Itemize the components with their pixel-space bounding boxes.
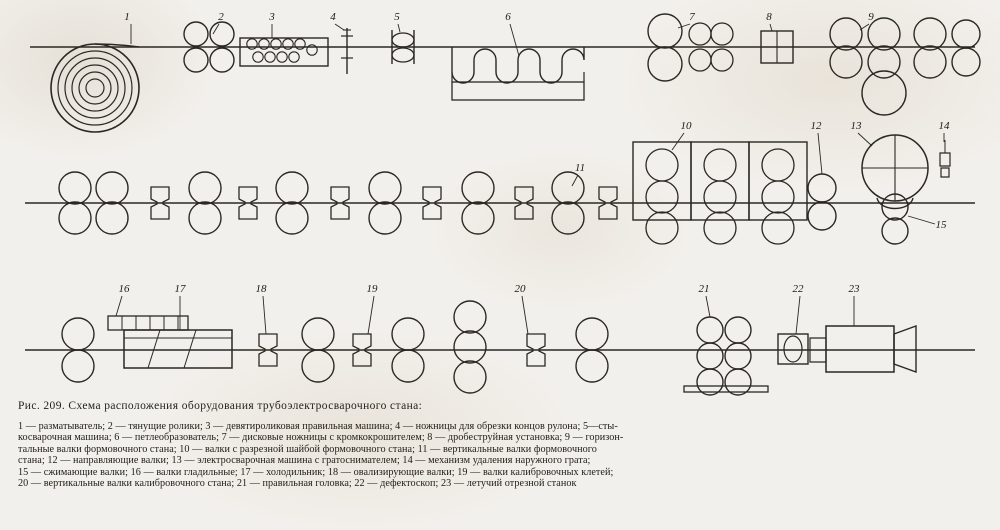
callout-15: 15	[936, 219, 948, 231]
legend-line: 1 — разматыватель; 2 — тянущие ролики; 3…	[18, 421, 618, 432]
figure-caption: Рис. 209. Схема расположения оборудовани…	[18, 400, 423, 412]
callout-23: 23	[849, 283, 861, 295]
legend-line: косварочная машина; 6 — петлеобразовател…	[18, 432, 624, 444]
equipment-17-cooling-bed	[123, 329, 233, 369]
figure-caption-block: Рис. 209. Схема расположения оборудовани…	[18, 400, 986, 489]
equipment-15-squeeze-rolls	[881, 193, 909, 245]
figure-legend: 1 — разматыватель; 2 — тянущие ролики; 3…	[18, 421, 986, 489]
callout-2: 2	[218, 11, 224, 23]
callout-21: 21	[699, 283, 710, 295]
equipment-3-straightener	[239, 37, 329, 67]
legend-line: 20 — вертикальные валки калибровочного с…	[18, 478, 577, 490]
roll-group-row3-entry	[61, 317, 95, 383]
callout-9: 9	[868, 11, 874, 23]
callout-20: 20	[515, 283, 527, 295]
equipment-19-sizing-stands	[301, 300, 609, 394]
equipment-2-pinch-rolls	[183, 21, 235, 73]
process-row-3: 16 17 18	[25, 283, 975, 396]
process-row-2: 11 10 12	[25, 120, 975, 245]
equipment-5-butt-welder	[391, 30, 415, 64]
equipment-22-defectoscope	[777, 333, 809, 365]
callout-17: 17	[175, 283, 187, 295]
equipment-4-crop-shears	[341, 28, 353, 74]
forming-stand-group-row2	[58, 171, 618, 235]
equipment-10-split-washer-stands	[632, 141, 808, 245]
callout-6: 6	[505, 11, 511, 23]
legend-line: 15 — сжимающие валки; 16 — валки гладиль…	[18, 466, 614, 478]
process-row-1: 1 2 3	[30, 11, 981, 133]
equipment-6-loop-former	[451, 47, 585, 101]
callout-11: 11	[575, 162, 585, 174]
equipment-9-forming-rolls	[829, 17, 981, 116]
callout-1: 1	[124, 11, 130, 23]
callout-13: 13	[851, 120, 863, 132]
equipment-21-straightening-head	[683, 316, 769, 396]
callout-18: 18	[256, 283, 268, 295]
callout-7: 7	[689, 11, 695, 23]
equipment-16-smoothing-rolls	[107, 315, 189, 331]
callout-10: 10	[681, 120, 693, 132]
equipment-8-shot-blast-unit	[760, 30, 794, 64]
equipment-7-disc-shears	[647, 13, 734, 82]
callout-5: 5	[394, 11, 400, 23]
equipment-13-welding-machine	[861, 134, 929, 210]
equipment-1-uncoiler	[50, 43, 140, 133]
legend-line: стана; 12 — направляющие валки; 13 — эле…	[18, 455, 591, 467]
equipment-layout-diagram: 1 2 3	[25, 11, 981, 396]
equipment-12-guide-rolls	[807, 173, 837, 231]
callout-14: 14	[939, 120, 951, 132]
equipment-23-flying-cutoff	[809, 325, 917, 373]
callout-22: 22	[793, 283, 805, 295]
callout-19: 19	[367, 283, 379, 295]
callout-4: 4	[330, 11, 336, 23]
callout-12: 12	[811, 120, 823, 132]
legend-line: тальные валки формовочного стана; 10 — в…	[18, 443, 597, 455]
callout-3: 3	[268, 11, 275, 23]
callout-16: 16	[119, 283, 131, 295]
callout-8: 8	[766, 11, 772, 23]
equipment-14-bead-remover	[939, 140, 951, 178]
